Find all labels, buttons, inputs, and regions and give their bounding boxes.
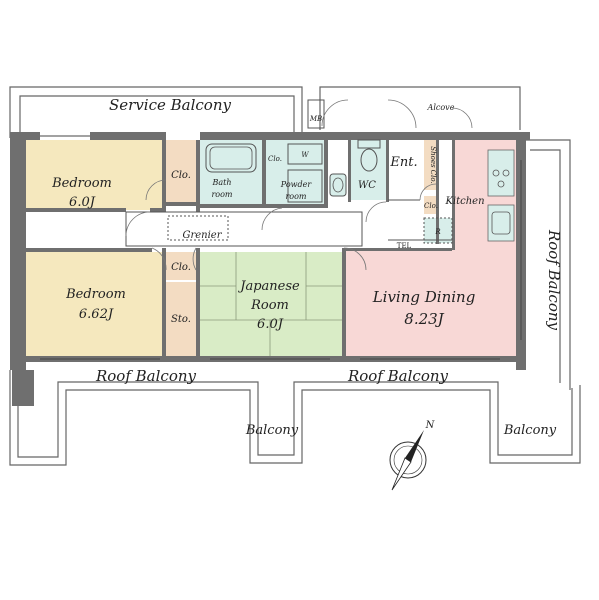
bedroom-2-size: 6.62J: [79, 307, 114, 322]
balcony-right-label: Balcony: [503, 423, 557, 438]
service-balcony-label: Service Balcony: [109, 96, 231, 114]
living-dining-name: Living Dining: [372, 288, 476, 306]
compass-rose-icon: N: [389, 420, 436, 491]
alcove-label: Alcove: [427, 103, 455, 112]
stove-icon: [492, 169, 510, 188]
washer-label: W: [301, 151, 309, 159]
bedroom-1-name: Bedroom: [51, 176, 112, 191]
window-marks: [40, 135, 522, 360]
roof-balcony-center-label: Roof Balcony: [347, 367, 449, 385]
powder-floor: [262, 140, 324, 206]
north-label: N: [425, 420, 436, 431]
fixtures: [125, 99, 453, 247]
powder-room-line1: Powder: [280, 180, 313, 189]
tel-label: TEL: [397, 242, 412, 250]
bedroom-2-name: Bedroom: [65, 287, 126, 302]
japanese-room-size: 6.0J: [257, 317, 284, 332]
wc-label: WC: [358, 180, 376, 191]
japanese-room-line1: Japanese: [237, 279, 300, 294]
kitchen-closet-floor: [424, 196, 438, 214]
tatami-lines: [200, 252, 342, 356]
kitchen-closet-label: Clo.: [424, 202, 438, 210]
service-balcony: [9, 86, 521, 138]
powder-room-line2: room: [285, 192, 306, 201]
storage-floor: [166, 282, 196, 356]
storage-label: Sto.: [171, 314, 191, 325]
kitchen-label: Kitchen: [444, 196, 484, 207]
roof-balcony-outline: [9, 139, 581, 466]
balcony-left-label: Balcony: [245, 423, 299, 438]
living-dining-size: 8.23J: [404, 310, 444, 328]
refrigerator-label: R: [434, 228, 441, 236]
roof-balcony-right-label: Roof Balcony: [545, 229, 563, 331]
living-dining-floor: [344, 140, 516, 356]
kitchen-sink-icon: [491, 211, 511, 235]
roof-balcony-left-label: Roof Balcony: [95, 367, 197, 385]
shoes-closet-label: Shoes Clo.: [429, 146, 437, 183]
japanese-room-floor: [200, 252, 342, 356]
bedroom-1-size: 6.0J: [69, 195, 96, 210]
room-labels: Service Balcony MB Alcove Bedroom 6.0J C…: [51, 96, 563, 438]
sink-icon: [329, 173, 347, 197]
bedroom-1-closet-floor: [166, 140, 196, 202]
bedroom-2-floor: [26, 252, 166, 356]
kitchen-counter: [487, 149, 515, 197]
grenier-label: Grenier: [182, 230, 222, 241]
small-closet-label: Clo.: [268, 155, 282, 163]
bedroom-2-closet-label: Clo.: [171, 262, 191, 273]
mb-label: MB: [309, 115, 322, 123]
bathtub-icon: [205, 143, 257, 173]
japanese-room-line2: Room: [250, 298, 289, 313]
bedroom-1-closet-label: Clo.: [171, 170, 191, 181]
entrance-label: Ent.: [389, 155, 417, 170]
bath-room-line1: Bath: [211, 178, 231, 187]
bath-room-line2: room: [211, 190, 232, 199]
bedroom-1-floor: [26, 140, 166, 210]
bedroom-2-closet-floor: [166, 252, 196, 280]
toilet-icon: [357, 139, 381, 172]
shoes-closet-floor: [424, 140, 438, 190]
door-swings: [125, 99, 473, 271]
